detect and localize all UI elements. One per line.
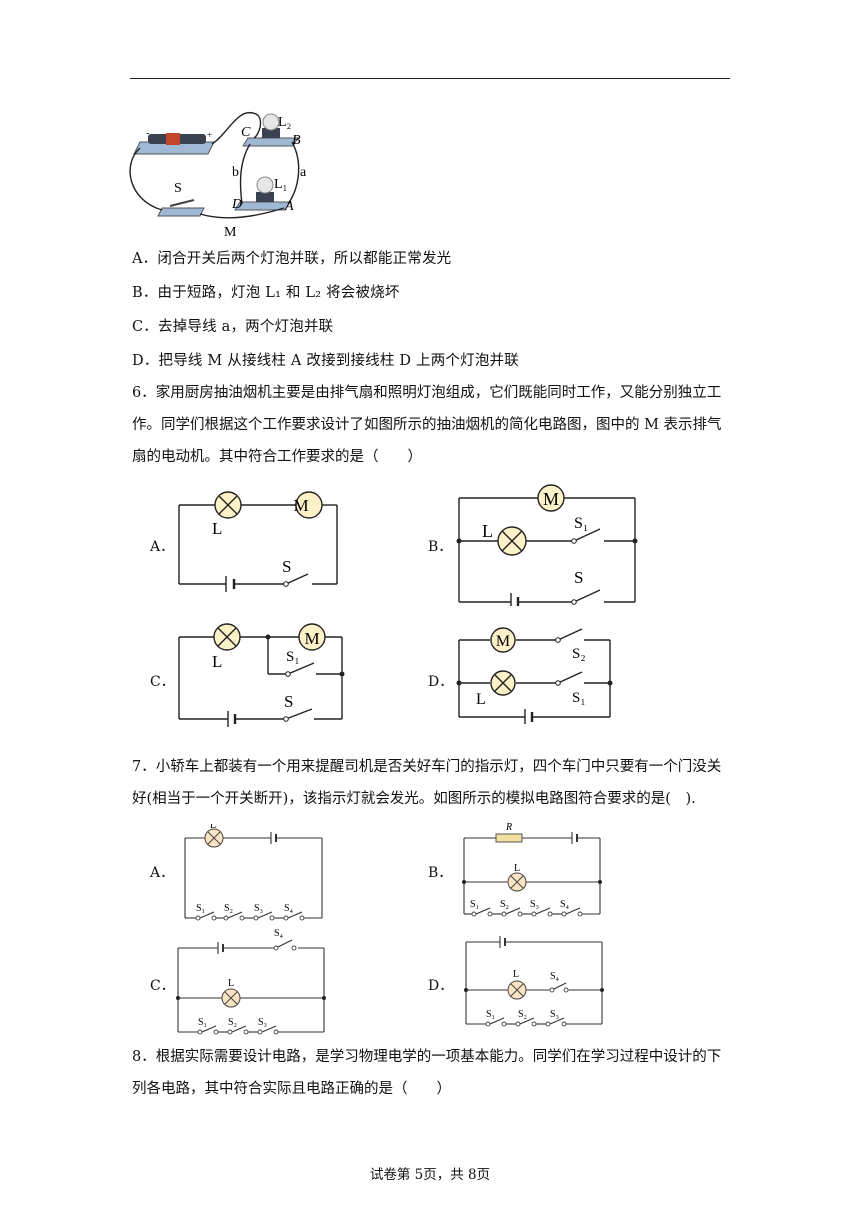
svg-text:-: -: [146, 128, 149, 139]
q5-option-c[interactable]: C．去掉导线 a，两个灯泡并联: [132, 319, 334, 335]
q7-circuit-a: L S₁ S₂ S₃ S₄: [184, 824, 323, 921]
svg-text:S: S: [282, 557, 291, 576]
svg-text:S₄: S₄: [284, 903, 294, 914]
svg-text:L₂: L₂: [278, 115, 292, 130]
q6-label-a[interactable]: A．: [150, 539, 175, 555]
q7-label-c[interactable]: C．: [150, 978, 175, 994]
svg-text:L: L: [476, 691, 486, 708]
svg-text:S₄: S₄: [274, 928, 284, 939]
q7-circuit-d: L S₄ S₁ S₂ S₃: [464, 936, 604, 1027]
svg-text:+: +: [207, 130, 212, 140]
header-rule: [130, 78, 730, 79]
q5-option-d[interactable]: D．把导线 M 从接线柱 A 改接到接线柱 D 上两个灯泡并联: [132, 353, 519, 369]
svg-text:S₄: S₄: [560, 899, 570, 910]
svg-text:L: L: [514, 863, 520, 874]
svg-text:D: D: [231, 197, 242, 212]
svg-text:S₂: S₂: [572, 646, 586, 662]
svg-text:M: M: [293, 496, 308, 515]
svg-text:M: M: [496, 633, 510, 650]
svg-text:S₂: S₂: [518, 1009, 527, 1020]
svg-text:S₁: S₁: [572, 690, 586, 706]
svg-text:A: A: [284, 199, 294, 214]
svg-text:S₁: S₁: [198, 1017, 207, 1028]
svg-text:C: C: [241, 125, 251, 140]
svg-text:B: B: [292, 133, 301, 148]
page-footer: 试卷第 5页，共 8页: [369, 1167, 491, 1183]
svg-text:L: L: [228, 978, 234, 989]
svg-text:S₁: S₁: [470, 899, 479, 910]
svg-text:a: a: [300, 165, 307, 180]
q5-option-b[interactable]: B．由于短路，灯泡 L₁ 和 L₂ 将会被烧坏: [132, 285, 400, 301]
svg-text:S₂: S₂: [224, 903, 233, 914]
svg-text:M: M: [224, 225, 237, 240]
q6-stem: 6．家用厨房抽油烟机主要是由排气扇和照明灯泡组成，它们既能同时工作，又能分别独立…: [132, 385, 722, 465]
q6-circuit-b: M L S₁ S: [456, 484, 638, 606]
svg-text:S₃: S₃: [530, 899, 539, 910]
svg-text:R: R: [505, 822, 512, 833]
svg-text:L: L: [212, 519, 222, 538]
q6-circuit-a: M L S: [178, 491, 338, 592]
svg-text:S₃: S₃: [258, 1017, 267, 1028]
q7-label-d[interactable]: D．: [428, 978, 454, 994]
svg-text:S: S: [574, 568, 583, 587]
svg-text:M: M: [304, 629, 319, 648]
q7-stem: 7．小轿车上都装有一个用来提醒司机是否关好车门的指示灯，四个车门中只要有一个门没…: [132, 759, 722, 807]
q5-option-a[interactable]: A．闭合开关后两个灯泡并联，所以都能正常发光: [132, 251, 452, 267]
svg-text:S₁: S₁: [196, 903, 205, 914]
q7-circuit-c: S₄ L S₁ S₂ S₃: [176, 928, 326, 1035]
q6-label-b[interactable]: B．: [428, 539, 453, 555]
q7-label-b[interactable]: B．: [428, 865, 453, 881]
q6-label-d[interactable]: D．: [428, 674, 454, 690]
svg-text:S₃: S₃: [254, 903, 263, 914]
svg-text:L: L: [482, 521, 493, 541]
q7-label-a[interactable]: A．: [150, 865, 175, 881]
svg-text:b: b: [232, 165, 239, 180]
svg-text:S₃: S₃: [550, 1009, 559, 1020]
svg-text:L₁: L₁: [274, 177, 287, 192]
svg-text:L: L: [212, 652, 222, 671]
svg-text:S₁: S₁: [486, 1009, 495, 1020]
svg-text:L: L: [210, 824, 216, 831]
svg-text:M: M: [543, 489, 559, 509]
q6-circuit-d: M L S₂ S₁: [456, 627, 613, 724]
q7-circuit-b: R L S₁ S₂ S₃ S₄: [462, 822, 602, 917]
q5-circuit-figure: - + C L₂ B b a L₁ D A S M: [129, 111, 307, 240]
q6-label-c[interactable]: C．: [150, 674, 175, 690]
svg-text:S₂: S₂: [500, 899, 509, 910]
svg-text:S₄: S₄: [550, 971, 560, 982]
svg-text:S: S: [284, 692, 293, 711]
svg-text:L: L: [513, 969, 519, 980]
q6-circuit-c: M L S₁ S: [178, 623, 345, 727]
svg-text:S₁: S₁: [574, 515, 588, 532]
q8-stem: 8．根据实际需要设计电路，是学习物理电学的一项基本能力。同学们在学习过程中设计的…: [132, 1049, 722, 1097]
svg-text:S₁: S₁: [286, 649, 300, 665]
svg-text:S₂: S₂: [228, 1017, 237, 1028]
svg-text:S: S: [174, 181, 182, 196]
